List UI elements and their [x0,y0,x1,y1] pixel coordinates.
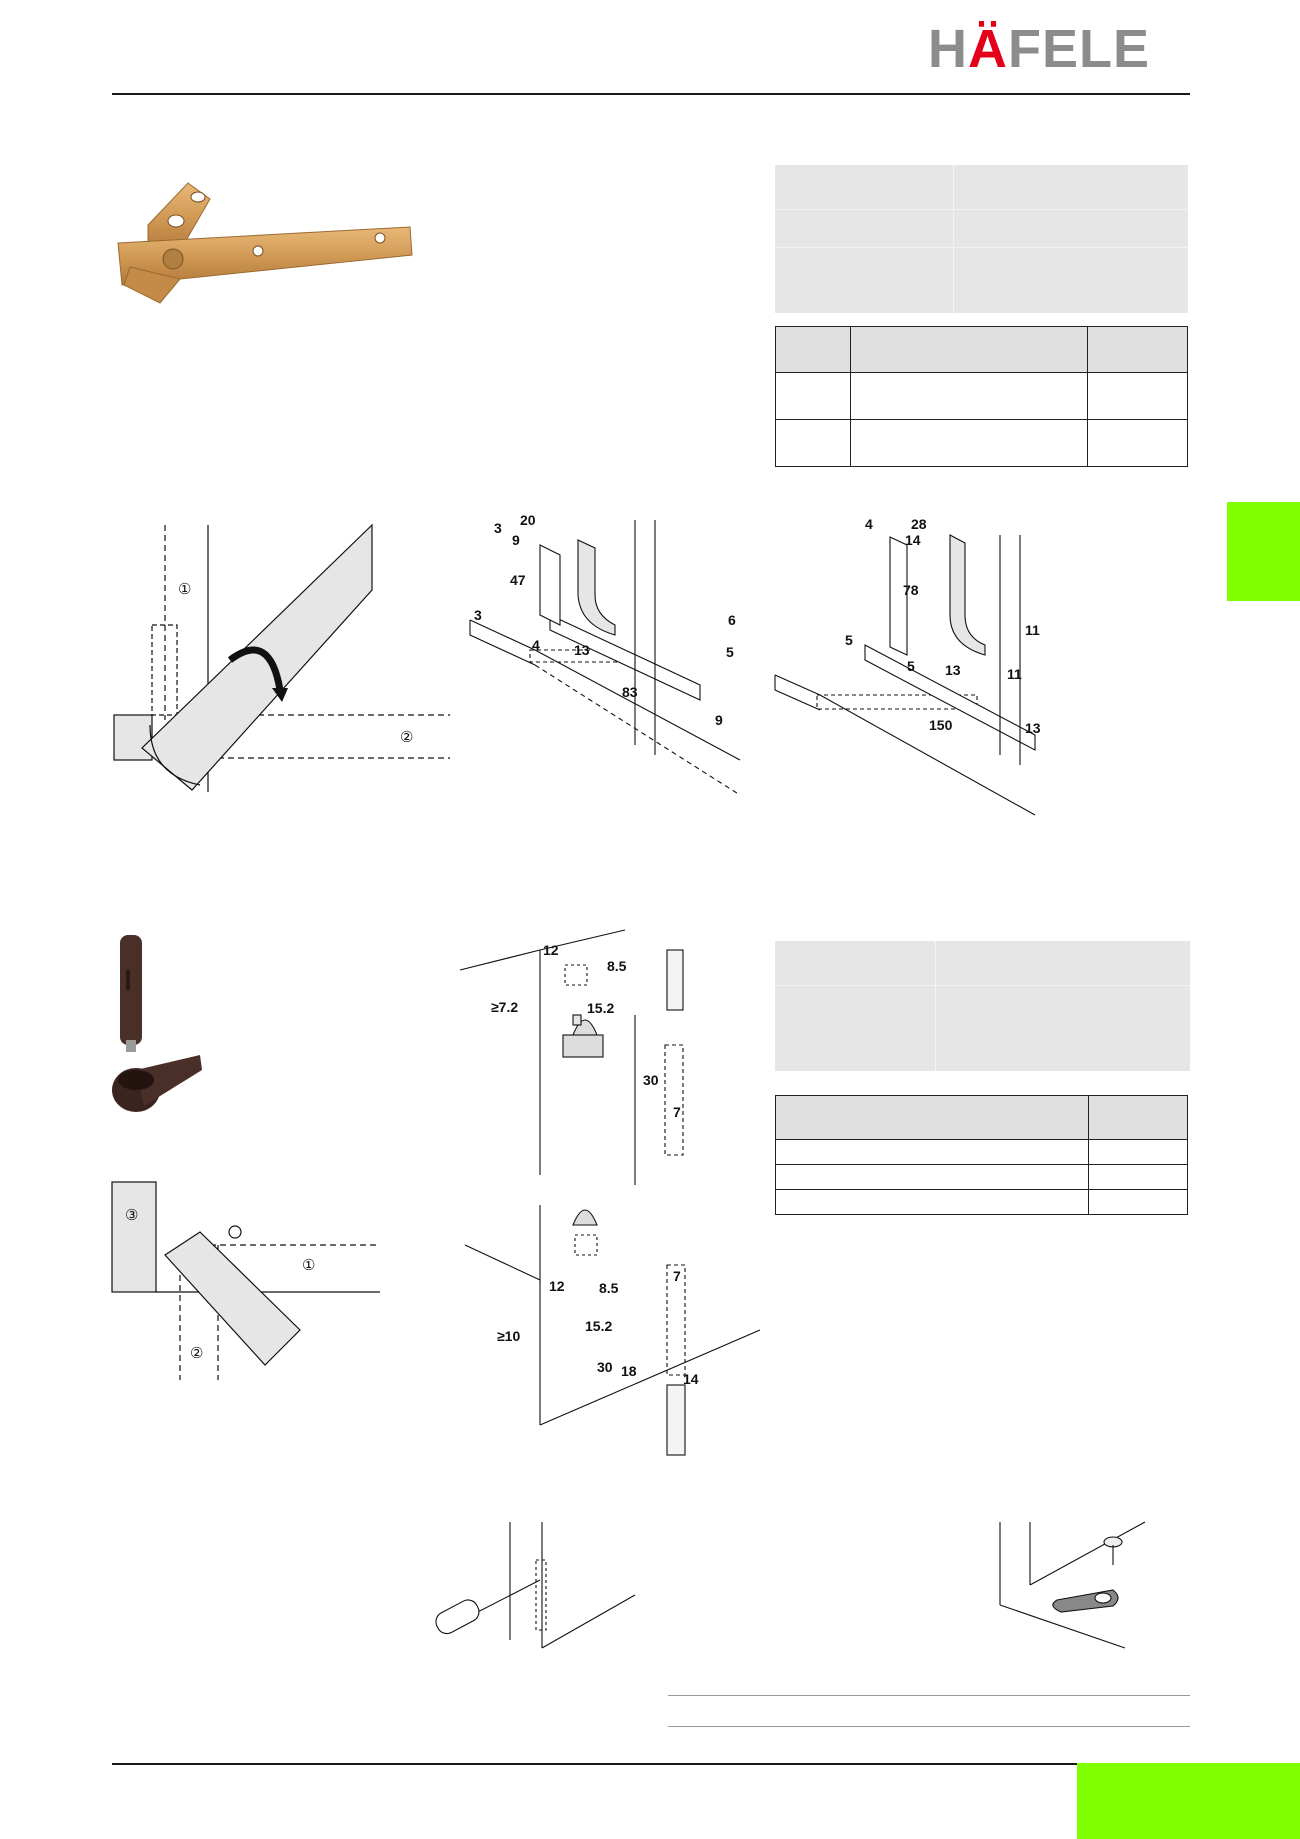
dim-78: 78 [903,582,919,598]
footer-rule [112,1763,1190,1765]
dim-28: 28 [911,516,927,532]
marker-1-b: ① [302,1257,315,1274]
dim-4: 4 [532,637,540,653]
article-table-1 [775,326,1188,467]
screwdriver-installation-drawing [435,1522,636,1649]
dim-12-top: 12 [543,942,559,958]
logo-letters-fele: FELE [1008,19,1151,79]
screw-lever-installation-drawing [999,1521,1146,1649]
dim-83: 83 [622,684,638,700]
table-row [775,419,1188,467]
footer-line-2 [668,1726,1190,1727]
dim-30-top: 30 [643,1072,659,1088]
footer-green-block [1077,1763,1300,1839]
header-rule [112,93,1190,95]
spec-summary-box-2 [775,941,1190,1071]
table-row [775,372,1188,420]
spec-summary-box [775,165,1188,313]
dim-13-a: 13 [945,662,961,678]
installation-dimension-drawing: 12 8.5 ≥7.2 15.2 30 7 7 12 8.5 15.2 ≥10 … [459,929,761,1456]
opening-diagram: ① ② [113,523,450,792]
dim-3-a: 3 [494,520,502,536]
brass-pivot-hinge-image [117,182,413,304]
dim-ge-7-2: ≥7.2 [491,999,518,1015]
dim-12-bottom: 12 [549,1278,565,1294]
hinge-dimension-drawing-83: 3 20 9 47 3 4 13 6 5 83 9 [469,512,741,796]
dim-3-b: 3 [474,607,482,623]
dim-30-bottom: 30 [597,1359,613,1375]
marker-1: ① [178,581,191,598]
section-tab-marker [1227,502,1300,601]
dim-ge-10: ≥10 [497,1328,520,1344]
marker-2: ② [400,729,413,746]
table-row [775,1139,1188,1165]
dim-5-b: 5 [907,658,915,674]
hafele-logo: H Ä FELE [928,19,1190,79]
dim-14: 14 [683,1371,699,1387]
dim-15-2-bottom: 15.2 [585,1318,612,1334]
dim-8-5-top: 8.5 [607,958,627,974]
dim-47: 47 [510,572,526,588]
marker-2-b: ② [190,1345,203,1362]
footer-line-1 [668,1695,1190,1696]
dim-7-bottom: 7 [673,1268,681,1284]
dim-150: 150 [929,717,953,733]
dim-15-2-top: 15.2 [587,1000,614,1016]
dim-11-a: 11 [1025,622,1040,638]
dim-14: 14 [905,532,921,548]
dim-8-5-bottom: 8.5 [599,1280,619,1296]
logo-letter-h: H [928,19,968,79]
dim-11-b: 11 [1007,666,1022,682]
dim-13: 13 [574,642,590,658]
article-table-2 [775,1095,1188,1215]
dim-7-top: 7 [673,1104,681,1120]
marker-3: ③ [125,1207,138,1224]
dim-9-a: 9 [512,532,520,548]
logo-letter-a: Ä [968,19,1008,79]
table-row [775,1189,1188,1215]
dim-9-b: 9 [715,712,723,728]
opening-diagram-2: ③ ① ② [111,1181,380,1380]
dim-5: 5 [726,644,734,660]
dim-4-b: 4 [865,516,873,532]
plastic-pivot-hinge-image [112,935,202,1112]
dim-20: 20 [520,512,536,528]
dim-18: 18 [621,1363,637,1379]
table-row [775,1164,1188,1190]
dim-13-b: 13 [1025,720,1041,736]
dim-6: 6 [728,612,736,628]
dim-5-a: 5 [845,632,853,648]
hinge-dimension-drawing-150: 4 28 14 78 11 5 5 13 11 150 13 [774,516,1041,816]
